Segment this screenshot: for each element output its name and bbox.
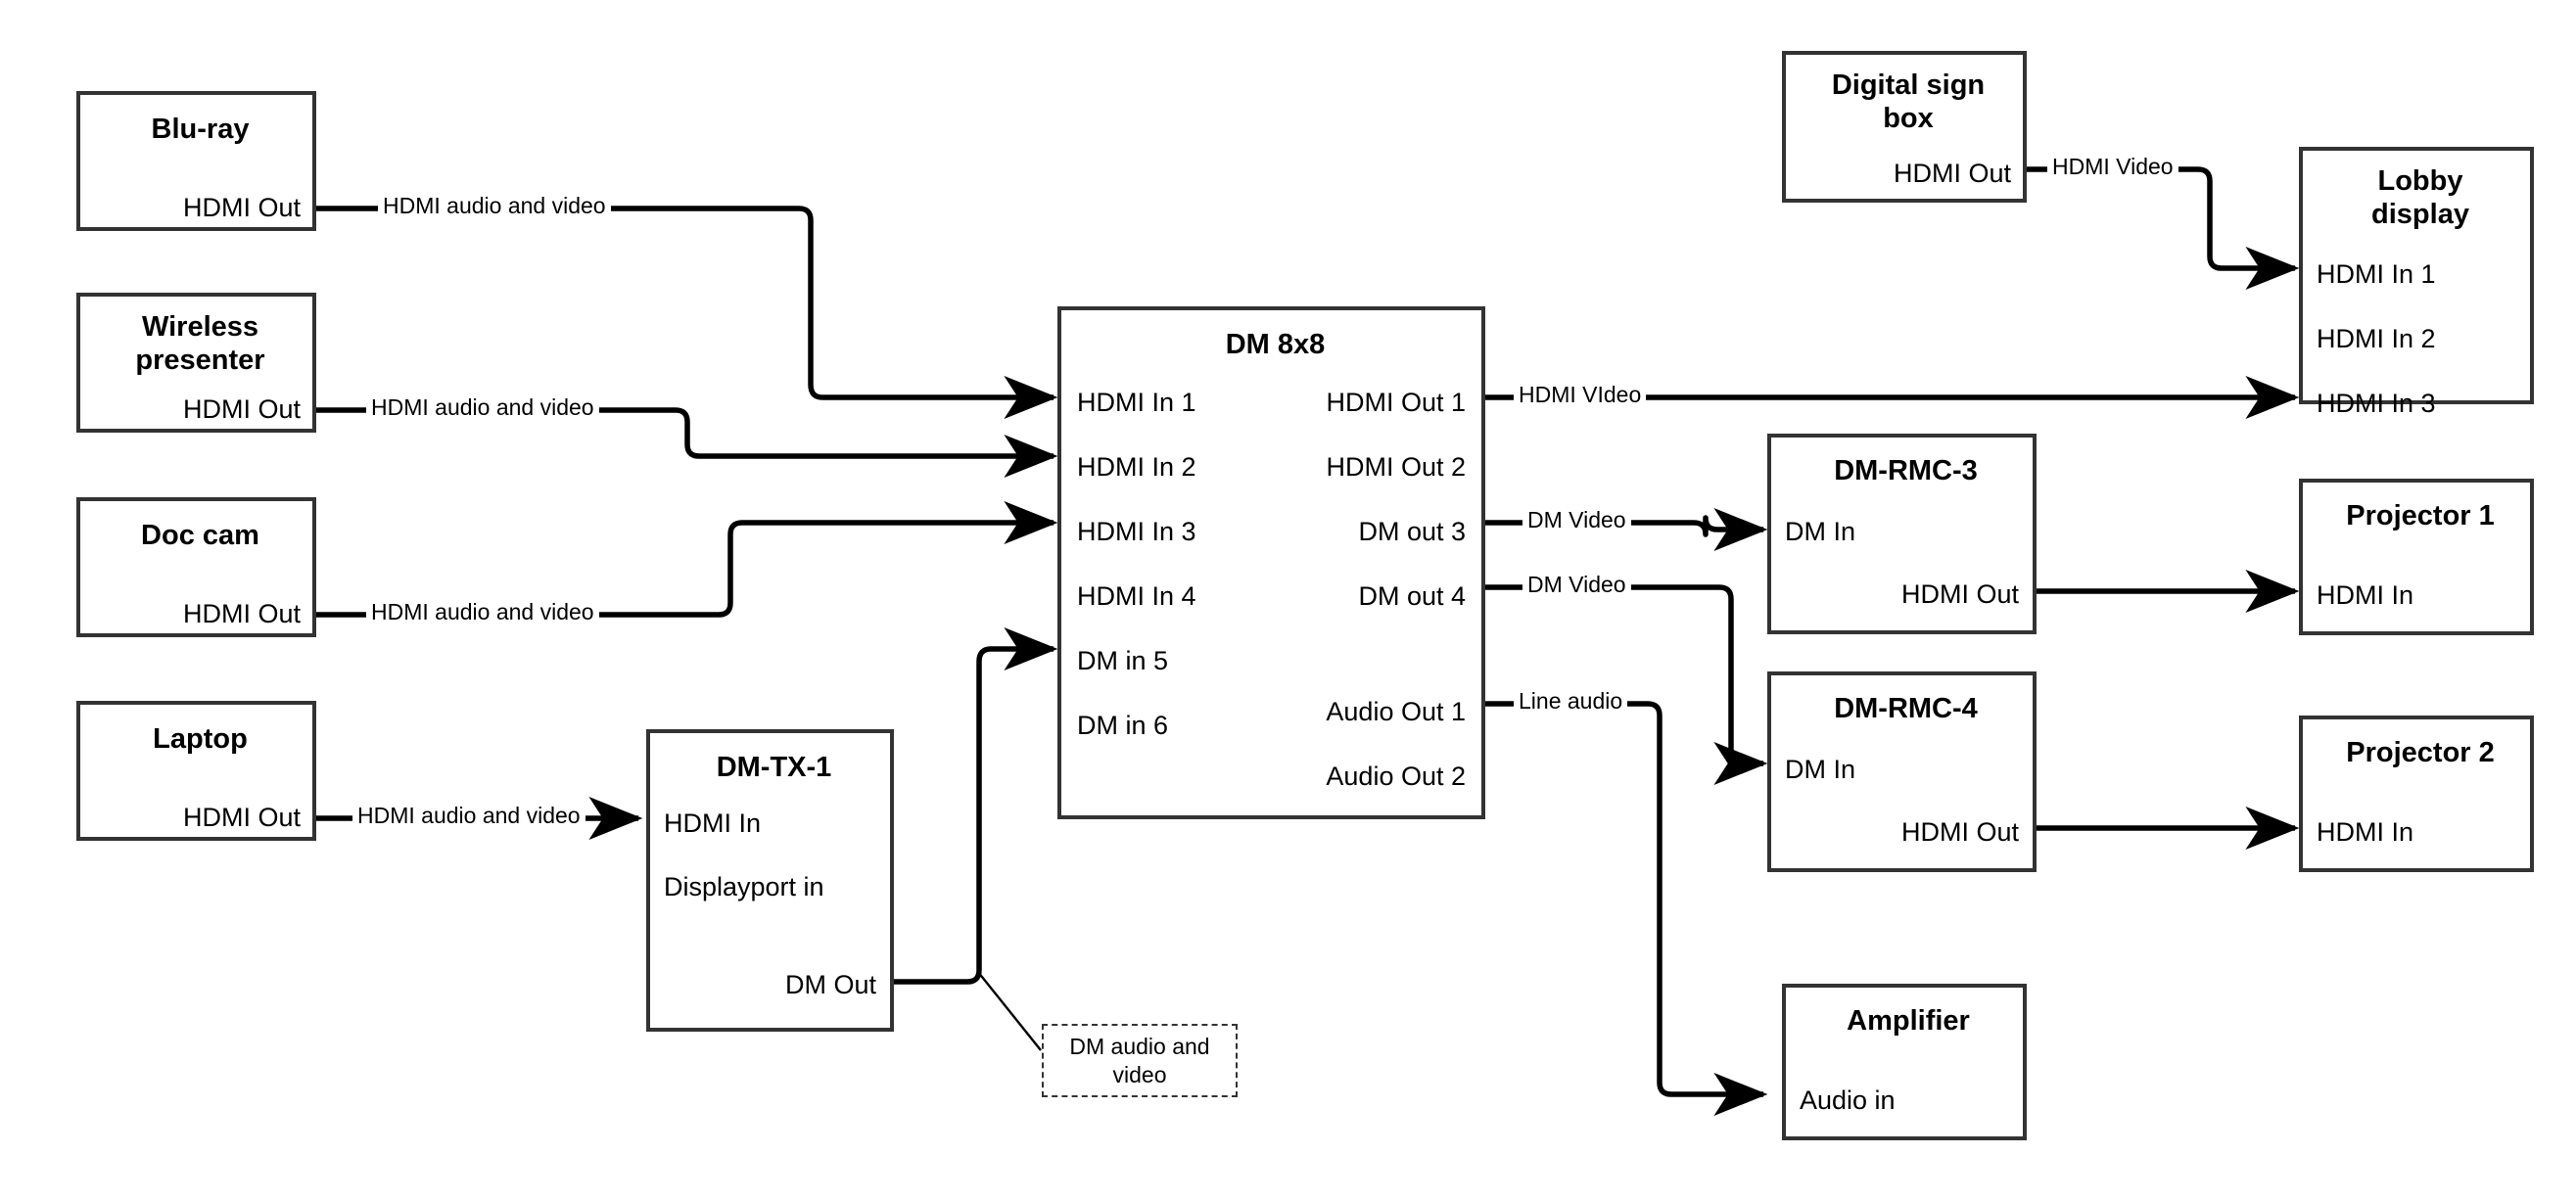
node-digital-sign-box-port-hdmi-out: HDMI Out: [1893, 159, 2011, 188]
note-leader-line: [977, 971, 1042, 1051]
node-bluray-port-hdmi-out: HDMI Out: [182, 193, 301, 222]
wire-bluray-to-hdmi-in-1: [316, 206, 1058, 419]
edge-label-hdmi-out-1-to-lobby: HDMI VIdeo: [1514, 382, 1647, 408]
node-amplifier-port-audio-in: Audio in: [1800, 1086, 1896, 1115]
wire-wireless-to-hdmi-in-2: [316, 407, 1058, 478]
node-lobby-display-title: Lobby display: [2371, 165, 2469, 231]
node-dm-rmc-3[interactable]: DM-RMC-3 DM In HDMI Out: [1767, 434, 2037, 634]
node-amplifier-title: Amplifier: [1847, 1005, 1970, 1037]
wire-dm-out-4-to-rmc4: [1481, 584, 1768, 785]
node-bluray[interactable]: Blu-ray HDMI Out: [76, 91, 316, 231]
edge-label-signbox-to-lobby: HDMI Video: [2047, 154, 2178, 180]
node-projector-1-title: Projector 1: [2346, 500, 2495, 531]
node-digital-sign-box-title: Digital sign box: [1831, 69, 1986, 135]
wire-audio-out-1-to-amplifier: [1481, 701, 1768, 1116]
node-doc-cam-port-hdmi-out: HDMI Out: [182, 599, 301, 628]
node-dm-8x8-output-dm-out-3: DM out 3: [1358, 517, 1466, 546]
node-dm-rmc-3-title: DM-RMC-3: [1834, 455, 1978, 486]
wire-dm-out-3-to-rmc3: [1481, 508, 1768, 551]
node-laptop[interactable]: Laptop HDMI Out: [76, 701, 316, 841]
edge-label-bluray-to-hdmi-in-1: HDMI audio and video: [378, 193, 611, 219]
node-dm-8x8-input-hdmi-in-4: HDMI In 4: [1077, 581, 1196, 611]
wire-doccam-to-hdmi-in-3: [316, 501, 1058, 618]
node-doc-cam-title: Doc cam: [141, 520, 259, 551]
node-dm-8x8-title: DM 8x8: [1225, 329, 1326, 360]
node-wireless-presenter[interactable]: Wireless presenter HDMI Out: [76, 293, 316, 433]
node-dm-8x8-output-hdmi-out-1: HDMI Out 1: [1326, 388, 1466, 417]
node-amplifier[interactable]: Amplifier Audio in: [1782, 984, 2027, 1140]
node-dm-8x8-input-hdmi-in-1: HDMI In 1: [1077, 388, 1196, 417]
node-dm-rmc-4-port-hdmi-out: HDMI Out: [1900, 817, 2019, 847]
edge-label-laptop-to-dmtx1: HDMI audio and video: [352, 803, 585, 829]
node-dm-8x8[interactable]: DM 8x8 HDMI In 1 HDMI In 2 HDMI In 3 HDM…: [1057, 306, 1485, 819]
node-dm-tx-1-port-dm-out: DM Out: [784, 970, 876, 999]
node-dm-rmc-4[interactable]: DM-RMC-4 DM In HDMI Out: [1767, 671, 2037, 872]
node-projector-2-port-hdmi-in: HDMI In: [2317, 817, 2414, 847]
node-dm-tx-1-title: DM-TX-1: [716, 752, 832, 783]
node-dm-8x8-output-audio-out-2: Audio Out 2: [1326, 762, 1466, 791]
node-projector-1[interactable]: Projector 1 HDMI In: [2299, 479, 2534, 635]
node-dm-rmc-4-port-dm-in: DM In: [1785, 755, 1856, 784]
node-projector-2[interactable]: Projector 2 HDMI In: [2299, 716, 2534, 872]
node-lobby-display[interactable]: Lobby display HDMI In 1 HDMI In 2 HDMI I…: [2299, 147, 2534, 418]
node-dm-rmc-4-title: DM-RMC-4: [1834, 693, 1978, 724]
node-dm-8x8-input-hdmi-in-2: HDMI In 2: [1077, 452, 1196, 482]
node-dm-tx-1-port-hdmi-in: HDMI In: [664, 808, 762, 838]
node-lobby-display-port-hdmi-in-2: HDMI In 2: [2317, 324, 2436, 353]
node-dm-8x8-output-hdmi-out-2: HDMI Out 2: [1326, 452, 1466, 482]
node-dm-tx-1[interactable]: DM-TX-1 HDMI In Displayport in DM Out: [646, 729, 894, 1032]
edge-label-wireless-to-hdmi-in-2: HDMI audio and video: [366, 394, 599, 421]
node-wireless-presenter-port-hdmi-out: HDMI Out: [182, 394, 301, 424]
node-dm-8x8-input-dm-in-6: DM in 6: [1077, 711, 1169, 740]
node-projector-2-title: Projector 2: [2346, 737, 2495, 768]
node-lobby-display-port-hdmi-in-3: HDMI In 3: [2317, 389, 2436, 418]
node-dm-8x8-input-hdmi-in-3: HDMI In 3: [1077, 517, 1196, 546]
node-dm-tx-1-port-displayport-in: Displayport in: [664, 872, 824, 901]
edge-label-doccam-to-hdmi-in-3: HDMI audio and video: [366, 599, 599, 625]
node-wireless-presenter-title: Wireless presenter: [135, 311, 265, 377]
node-projector-1-port-hdmi-in: HDMI In: [2317, 580, 2414, 610]
node-laptop-port-hdmi-out: HDMI Out: [182, 803, 301, 832]
node-lobby-display-port-hdmi-in-1: HDMI In 1: [2317, 259, 2436, 289]
wire-dmtx1-to-dm-in-5: [894, 627, 1058, 985]
node-dm-rmc-3-port-hdmi-out: HDMI Out: [1900, 579, 2019, 609]
wire-signbox-to-lobby-hdmi-in-1: [1985, 166, 2300, 290]
edge-label-audio-out-1-to-amplifier: Line audio: [1514, 688, 1628, 715]
node-dm-8x8-output-dm-out-4: DM out 4: [1358, 581, 1466, 611]
node-doc-cam[interactable]: Doc cam HDMI Out: [76, 497, 316, 637]
note-dm-audio-and-video: DM audio and video: [1042, 1024, 1238, 1097]
edge-label-dm-out-3-to-rmc3: DM Video: [1522, 507, 1631, 533]
node-dm-rmc-3-port-dm-in: DM In: [1785, 517, 1856, 546]
node-dm-8x8-output-audio-out-1: Audio Out 1: [1326, 697, 1466, 726]
edge-label-dm-out-4-to-rmc4: DM Video: [1522, 572, 1631, 598]
node-laptop-title: Laptop: [153, 723, 248, 755]
node-digital-sign-box[interactable]: Digital sign box HDMI Out: [1782, 51, 2027, 203]
node-dm-8x8-input-dm-in-5: DM in 5: [1077, 646, 1169, 675]
node-bluray-title: Blu-ray: [151, 114, 250, 145]
